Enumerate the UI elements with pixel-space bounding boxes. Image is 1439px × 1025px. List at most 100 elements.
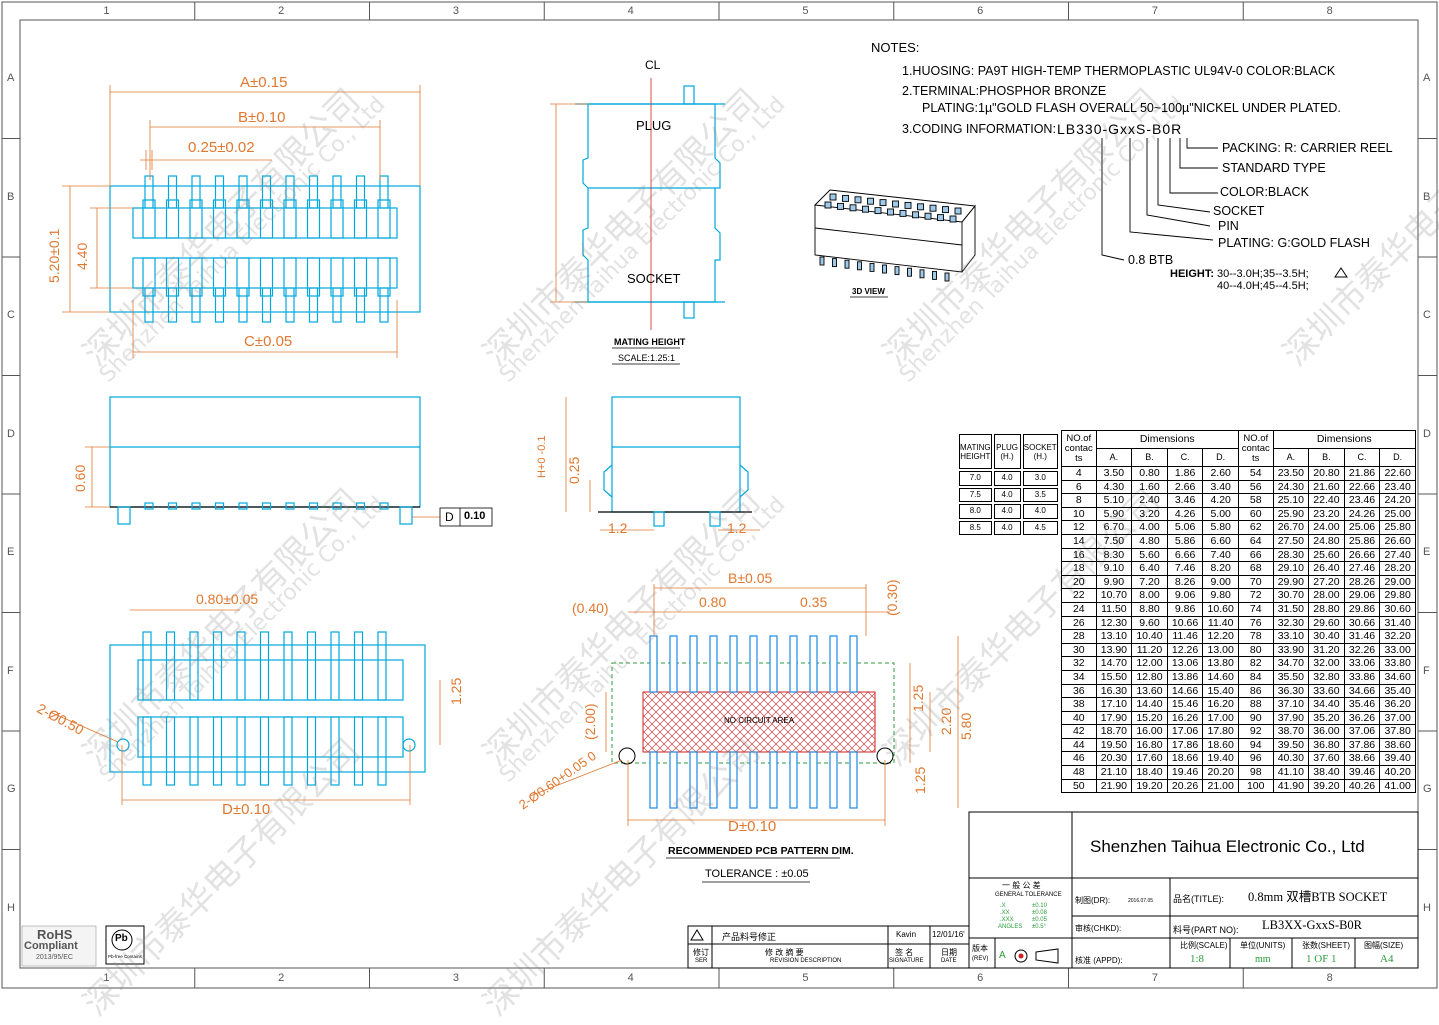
frame-row-label: E [7,546,15,559]
tolerance-xx: .XX [1000,910,1010,916]
dim-side-h: 0.60 [72,464,88,492]
iso-contact [904,201,912,209]
company-name: Shenzhen Taihua Electronic Co., Ltd [1090,837,1365,856]
frame-row-label: C [1423,309,1431,322]
side-pin [261,502,272,510]
mh-header-mating: MATING HEIGHT [959,434,992,469]
iso-contact [854,196,862,204]
bottom-pin-upper [189,631,199,701]
top-pin-upper-body [165,199,180,239]
dimension-table-cell: 20.20 [1202,765,1239,780]
tolerance-angle-val: ±0.5° [1032,924,1047,930]
dimension-table-cell: 28.26 [1343,574,1381,590]
bottom-pin-lower [306,716,317,786]
pcb-pad-lower [789,751,798,809]
dimension-table-cell: 37.00 [1379,710,1416,726]
dimension-table-cell: 36.00 [1308,724,1345,739]
rev-sublabel: (REV) [972,956,989,962]
title-value: 0.8mm 双槽BTB SOCKET [1248,890,1388,904]
top-pin-lower-body [212,257,227,297]
dimension-table-cell: 6.66 [1166,547,1204,563]
iso-lead [932,270,937,280]
frame-row-label: A [1423,72,1431,85]
dimension-table-cell: 13.10 [1095,629,1133,644]
dimension-table-cell: 25.90 [1272,506,1310,522]
dimension-table-cell: 30.40 [1308,629,1345,644]
dimension-table-cell: 9.80 [1202,588,1239,603]
dimension-table-cell: 8.26 [1166,574,1204,590]
dimension-table-cell: 40.30 [1272,751,1310,767]
dimension-table-cell: 14.40 [1131,697,1168,712]
dimension-table-cell: 4.00 [1131,520,1168,535]
top-pin-lower-body [306,257,321,297]
bottom-pin-upper [236,631,246,701]
pcb-pad-upper [789,635,798,693]
dim-top-b: B±0.10 [238,109,286,126]
projection-symbol [1014,949,1028,963]
dim-pcb-220: 2.20 [938,707,954,735]
dimension-table-cell: 5.60 [1131,547,1168,563]
dimension-table-cell: 0.80 [1131,466,1168,481]
dimension-table-cell: 3.40 [1202,479,1239,495]
top-pin-upper-body [330,199,344,239]
dim-end-025: 0.25 [566,456,582,484]
dimension-table-cell: 28.20 [1379,561,1416,576]
dimension-table-cell: 5.86 [1166,533,1204,549]
top-pin-upper-body [306,199,321,239]
dim-top-pitch: 0.25±0.02 [188,139,255,156]
coding-standard: STANDARD TYPE [1222,161,1326,175]
tolerance-xx-val: ±0.08 [1032,910,1047,916]
frame-row-label: D [1423,427,1431,440]
dimension-table-cell: 50 [1061,778,1097,794]
dimension-table-cell: 6 [1061,479,1097,495]
bottom-pin-upper [212,631,223,701]
dimension-table-cell: 9.60 [1131,615,1168,631]
dimension-table-cell: 13.60 [1131,683,1168,699]
frame-row-label: C [7,309,15,322]
coding-height-2: 40--4.0H;45--4.5H; [1217,280,1309,292]
coding-pin: PIN [1218,219,1239,233]
dimension-table-cell: 37.60 [1308,751,1345,767]
iso-contact [867,197,874,205]
bottom-pin-lower [165,716,176,786]
note-terminal: 2.TERMINAL:PHOSPHOR BRONZE [902,84,1107,98]
pcb-pad-upper [729,635,738,693]
dimension-table-cell: 32.00 [1308,656,1345,671]
dimension-table-cell: 4.20 [1202,493,1239,508]
dimension-table-cell: 33.10 [1272,629,1310,644]
coding-socket: SOCKET [1213,204,1265,218]
iso-lead [844,259,850,269]
tolerance-xxx-val: ±0.05 [1032,917,1047,923]
bottom-pin-upper [330,631,340,701]
dimension-table-cell: 40.20 [1379,765,1416,780]
top-pin-lower-body [283,257,297,297]
dimension-table-cell: 2.60 [1202,466,1239,481]
frame-row-label: D [7,427,15,440]
dimension-table-cell: 72 [1237,588,1274,603]
dimension-table-cell: 17.90 [1095,710,1133,726]
bottom-pin-upper [142,631,152,701]
side-pin [214,502,225,510]
dimension-table-cell: 35.40 [1379,683,1416,699]
dimension-table-cell: 19.20 [1131,778,1168,794]
dimension-table-cell: 88 [1237,697,1274,712]
frame-column-label: 1 [103,972,110,984]
frame-column-label: 8 [1326,5,1333,17]
dim-pcb-125b: 1.25 [912,766,928,794]
tolerance-subtitle: GENERAL TOLERANCE [995,892,1062,898]
dimension-table-cell: 33.80 [1379,656,1416,671]
pcb-pattern [611,635,895,809]
bottom-view [109,631,426,786]
iso-contact [842,194,849,202]
col-ser-en: SER [695,958,708,964]
dimension-table-cell: 82 [1237,656,1274,671]
dimension-table-cell: 56 [1237,479,1274,495]
top-pin-upper-body [377,199,391,239]
dimension-table-cell: 12.20 [1202,629,1239,644]
